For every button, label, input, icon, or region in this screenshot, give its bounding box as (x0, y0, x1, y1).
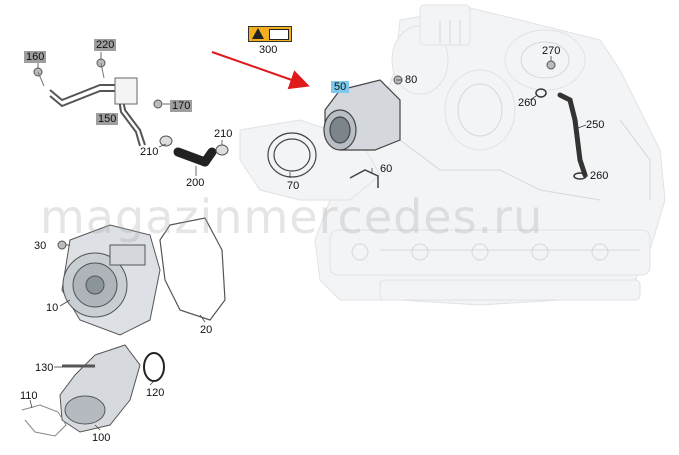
watermark-text: magazinmercedes.ru (40, 190, 544, 244)
hose-200 (173, 147, 210, 167)
label-300: 300 (259, 44, 278, 56)
bolt-170 (153, 99, 163, 109)
label-130: 130 (35, 362, 54, 374)
label-30: 30 (34, 240, 47, 252)
label-270: 270 (542, 45, 561, 57)
engine-assembly-ghost (239, 4, 666, 306)
water-pump-10 (61, 224, 161, 336)
label-10: 10 (46, 302, 59, 314)
seal-110 (21, 404, 67, 437)
label-200: 200 (186, 177, 205, 189)
label-250: 250 (586, 119, 605, 131)
torque-tool-icon (269, 29, 289, 40)
label-210-right: 210 (214, 128, 233, 140)
label-60: 60 (380, 163, 393, 175)
label-170: 170 (170, 100, 193, 112)
bolt-270 (546, 60, 556, 70)
engine-details-ghost (351, 20, 651, 261)
warning-torque-icon (248, 26, 292, 42)
label-220: 220 (94, 39, 117, 51)
label-50: 50 (331, 81, 350, 93)
label-110: 110 (20, 390, 38, 402)
label-260-lower: 260 (590, 170, 609, 182)
label-20: 20 (200, 324, 213, 336)
seal-260a (535, 88, 547, 98)
label-70: 70 (287, 180, 300, 192)
warning-triangle-icon (252, 28, 264, 39)
label-120: 120 (146, 387, 165, 399)
clip-60 (349, 169, 379, 188)
pipe-250 (557, 92, 588, 178)
o-ring-120 (143, 352, 165, 382)
label-210-left: 210 (140, 146, 159, 158)
label-100: 100 (92, 432, 111, 444)
gasket-70 (267, 132, 317, 178)
leader-lines (29, 52, 588, 431)
pointer-arrow (211, 51, 310, 90)
flange-pipe-50 (323, 79, 401, 151)
label-260-upper: 260 (518, 97, 537, 109)
gasket-20 (159, 217, 226, 321)
label-80: 80 (405, 74, 418, 86)
clamp-210b (215, 144, 229, 156)
housing-100 (59, 344, 141, 433)
clamp-210a (159, 135, 173, 147)
label-150: 150 (96, 113, 119, 125)
pipe-bracket-150 (49, 77, 146, 147)
label-160: 160 (24, 51, 47, 63)
